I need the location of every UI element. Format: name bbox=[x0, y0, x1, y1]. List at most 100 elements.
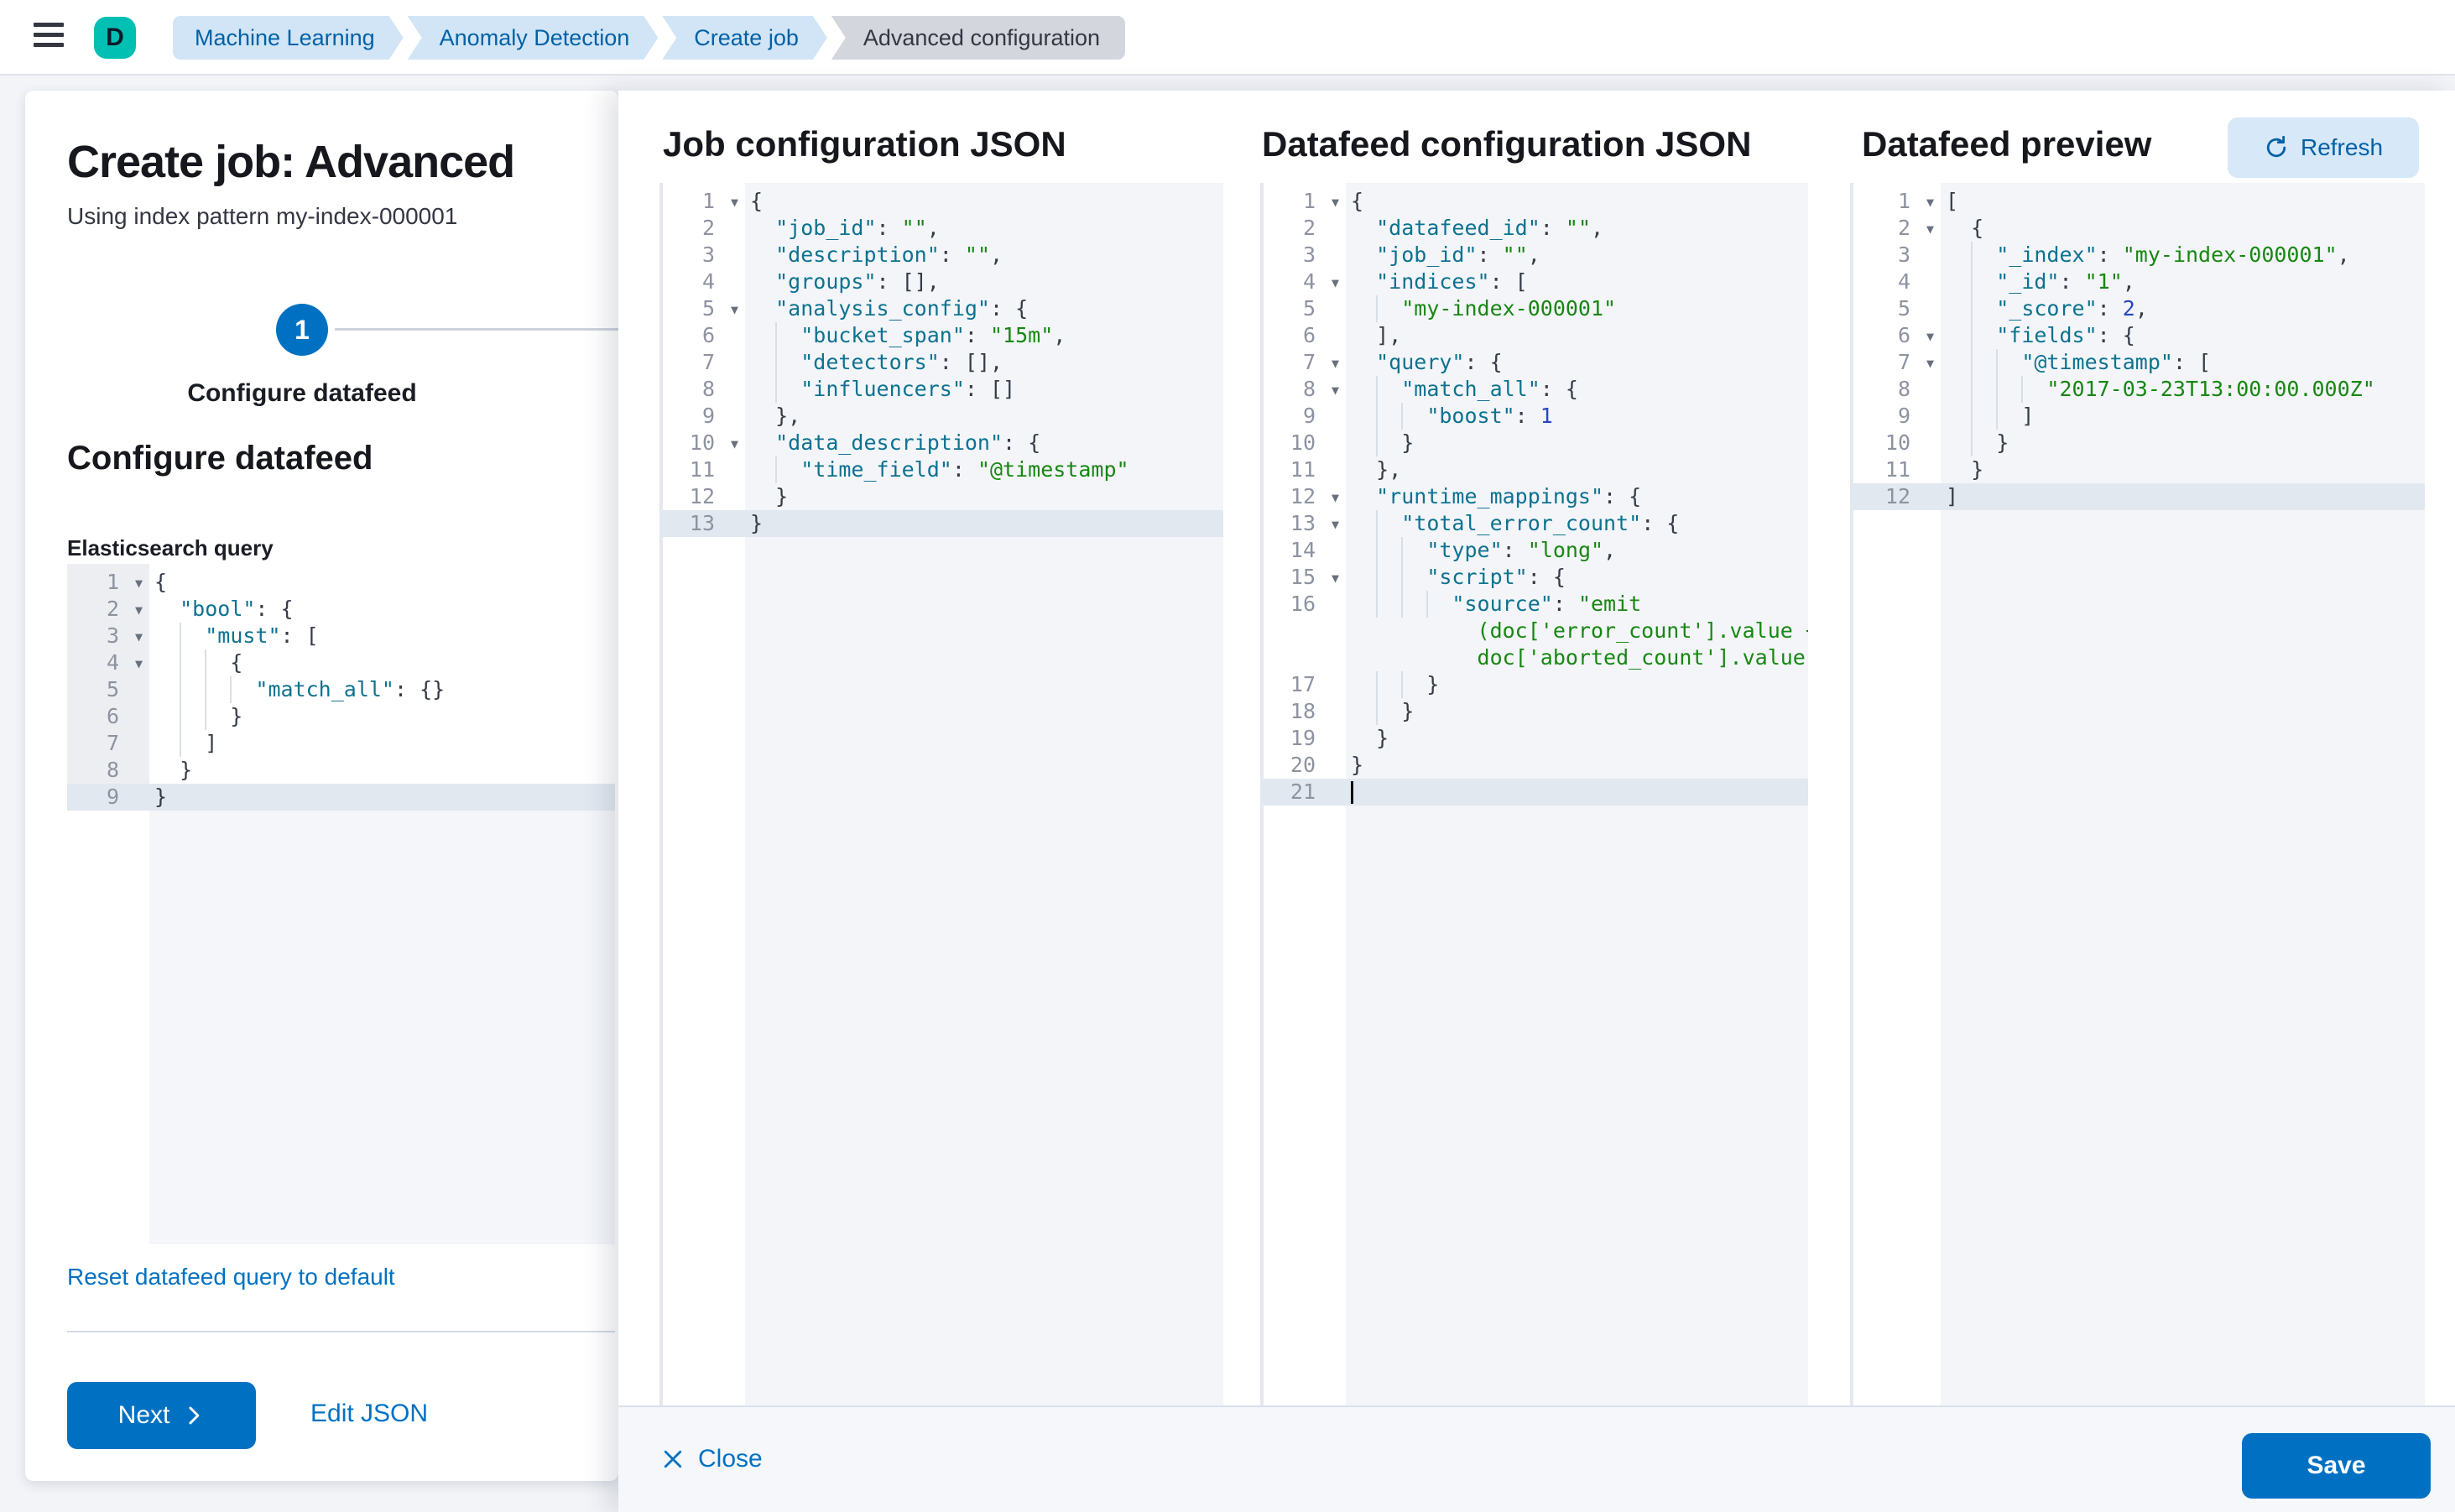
indent-guide bbox=[1971, 242, 1973, 269]
editor-background bbox=[149, 564, 615, 811]
code-text: "runtime_mappings": { bbox=[1376, 484, 1642, 508]
code-text: ] bbox=[1946, 484, 1959, 508]
line-number: 2▼ bbox=[1850, 215, 1941, 242]
fold-arrow-icon[interactable]: ▼ bbox=[134, 629, 143, 644]
code-line: 3▼ "must": [ bbox=[67, 623, 615, 649]
indent-guide bbox=[180, 730, 182, 757]
code-text: } bbox=[750, 511, 764, 535]
elasticsearch-query-editor[interactable]: 1▼{2▼ "bool": {3▼ "must": [4▼ {5 "match_… bbox=[67, 564, 615, 1244]
fold-arrow-icon[interactable]: ▼ bbox=[1331, 571, 1339, 586]
code-line: 6 ], bbox=[1260, 322, 1808, 349]
line-number: 8 bbox=[1897, 377, 1910, 401]
fold-arrow-icon[interactable]: ▼ bbox=[1331, 490, 1339, 505]
fold-arrow-icon[interactable]: ▼ bbox=[1926, 356, 1934, 371]
job-config-editor[interactable]: 1▼{2 "job_id": "",3 "description": "",4 … bbox=[659, 183, 1223, 1405]
line-number: 12 bbox=[689, 484, 715, 508]
datafeed-preview-editor[interactable]: 1▼[2▼ {3 "_index": "my-index-000001",4 "… bbox=[1850, 183, 2425, 1405]
code-line: 1▼{ bbox=[1260, 188, 1808, 215]
code-text: [ bbox=[1946, 189, 1959, 213]
line-number: 5 bbox=[1302, 296, 1316, 321]
code-text: { bbox=[154, 570, 168, 594]
code-text: "fields": { bbox=[1941, 322, 2425, 349]
code-line: 13▼ "total_error_count": { bbox=[1260, 510, 1808, 537]
indent-guide bbox=[1971, 269, 1973, 295]
code-line: 8 "2017-03-23T13:00:00.000Z" bbox=[1850, 376, 2425, 403]
step-1-indicator[interactable]: 1 bbox=[276, 304, 328, 356]
fold-arrow-icon[interactable]: ▼ bbox=[134, 576, 143, 591]
breadcrumb-item[interactable]: Create job bbox=[662, 16, 827, 60]
fold-arrow-icon[interactable]: ▼ bbox=[1331, 275, 1339, 290]
code-line: 8 } bbox=[67, 757, 615, 784]
fold-arrow-icon[interactable]: ▼ bbox=[1926, 329, 1934, 344]
fold-arrow-icon[interactable]: ▼ bbox=[730, 436, 738, 451]
line-number: 17 bbox=[1290, 672, 1316, 696]
edit-json-link[interactable]: Edit JSON bbox=[310, 1400, 429, 1427]
code-line: 3 "_index": "my-index-000001", bbox=[1850, 242, 2425, 269]
indent-guide bbox=[1971, 295, 1973, 322]
code-line: 2▼ "bool": { bbox=[67, 596, 615, 623]
line-number: 12▼ bbox=[1260, 483, 1346, 510]
code-text: } bbox=[1351, 698, 1415, 725]
code-text: { bbox=[1351, 189, 1364, 213]
code-line: 7▼ "@timestamp": [ bbox=[1850, 349, 2425, 376]
line-number bbox=[1260, 644, 1346, 671]
save-button[interactable]: Save bbox=[2242, 1433, 2431, 1499]
datafeed-config-editor[interactable]: 1▼{2 "datafeed_id": "",3 "job_id": "",4▼… bbox=[1260, 183, 1808, 1405]
code-text: "boost": 1 bbox=[1346, 403, 1808, 430]
fold-arrow-icon[interactable]: ▼ bbox=[1331, 517, 1339, 532]
code-line: 2 "job_id": "", bbox=[659, 215, 1223, 242]
breadcrumb-item[interactable]: Machine Learning bbox=[173, 16, 404, 60]
refresh-button[interactable]: Refresh bbox=[2228, 117, 2419, 178]
fold-arrow-icon[interactable]: ▼ bbox=[730, 302, 738, 317]
code-line: 5 "match_all": {} bbox=[67, 676, 615, 703]
indent-guide bbox=[775, 322, 778, 349]
code-line: (doc['error_count'].value + bbox=[1260, 618, 1809, 644]
line-number: 12 bbox=[1884, 484, 1910, 508]
line-number: 7▼ bbox=[1850, 349, 1941, 376]
line-number: 7 bbox=[701, 350, 715, 374]
fold-arrow-icon[interactable]: ▼ bbox=[1926, 195, 1934, 210]
line-number: 9 bbox=[1897, 404, 1910, 428]
page-subtitle: Using index pattern my-index-000001 bbox=[67, 203, 458, 229]
code-line: 10 } bbox=[1260, 430, 1808, 456]
code-line: 1▼{ bbox=[67, 569, 615, 596]
fold-arrow-icon[interactable]: ▼ bbox=[1926, 222, 1934, 237]
line-number: 6▼ bbox=[1850, 322, 1941, 349]
breadcrumb-item[interactable]: Anomaly Detection bbox=[408, 16, 659, 60]
code-line: 12 } bbox=[659, 483, 1223, 510]
code-text: } bbox=[1946, 430, 2009, 456]
indent-guide bbox=[775, 456, 778, 483]
code-text: "must": [ bbox=[149, 623, 615, 649]
indent-guide bbox=[1376, 403, 1379, 430]
code-line: 7 ] bbox=[67, 730, 615, 757]
space-avatar[interactable]: D bbox=[94, 17, 136, 59]
code-text: } bbox=[154, 785, 168, 809]
line-number: 7▼ bbox=[1260, 349, 1346, 376]
indent-guide bbox=[1996, 376, 1999, 403]
fold-arrow-icon[interactable]: ▼ bbox=[134, 602, 143, 618]
fold-arrow-icon[interactable]: ▼ bbox=[1331, 356, 1339, 371]
close-button[interactable]: Close bbox=[661, 1405, 763, 1512]
indent-guide bbox=[1401, 564, 1404, 591]
indent-guide bbox=[2021, 376, 2024, 403]
code-line: 2 "datafeed_id": "", bbox=[1260, 215, 1808, 242]
code-text: "@timestamp": [ bbox=[1941, 349, 2425, 376]
menu-icon[interactable] bbox=[34, 23, 64, 53]
fold-arrow-icon[interactable]: ▼ bbox=[134, 656, 143, 671]
indent-guide bbox=[1376, 510, 1379, 537]
fold-arrow-icon[interactable]: ▼ bbox=[1331, 383, 1339, 398]
fold-arrow-icon[interactable]: ▼ bbox=[1331, 195, 1339, 210]
code-text: "description": "", bbox=[775, 242, 1003, 267]
code-text: } bbox=[1946, 457, 1984, 482]
code-text: } bbox=[1351, 753, 1364, 777]
code-text: "2017-03-23T13:00:00.000Z" bbox=[1941, 376, 2425, 403]
code-line: 4 "_id": "1", bbox=[1850, 269, 2425, 295]
indent-guide bbox=[1376, 591, 1379, 618]
code-line: 20} bbox=[1260, 752, 1808, 779]
indent-guide bbox=[1376, 295, 1379, 322]
line-number: 9 bbox=[701, 404, 715, 428]
code-line: 7▼ "query": { bbox=[1260, 349, 1808, 376]
reset-datafeed-query-link[interactable]: Reset datafeed query to default bbox=[67, 1264, 395, 1290]
fold-arrow-icon[interactable]: ▼ bbox=[730, 195, 738, 210]
next-button[interactable]: Next bbox=[67, 1382, 256, 1449]
